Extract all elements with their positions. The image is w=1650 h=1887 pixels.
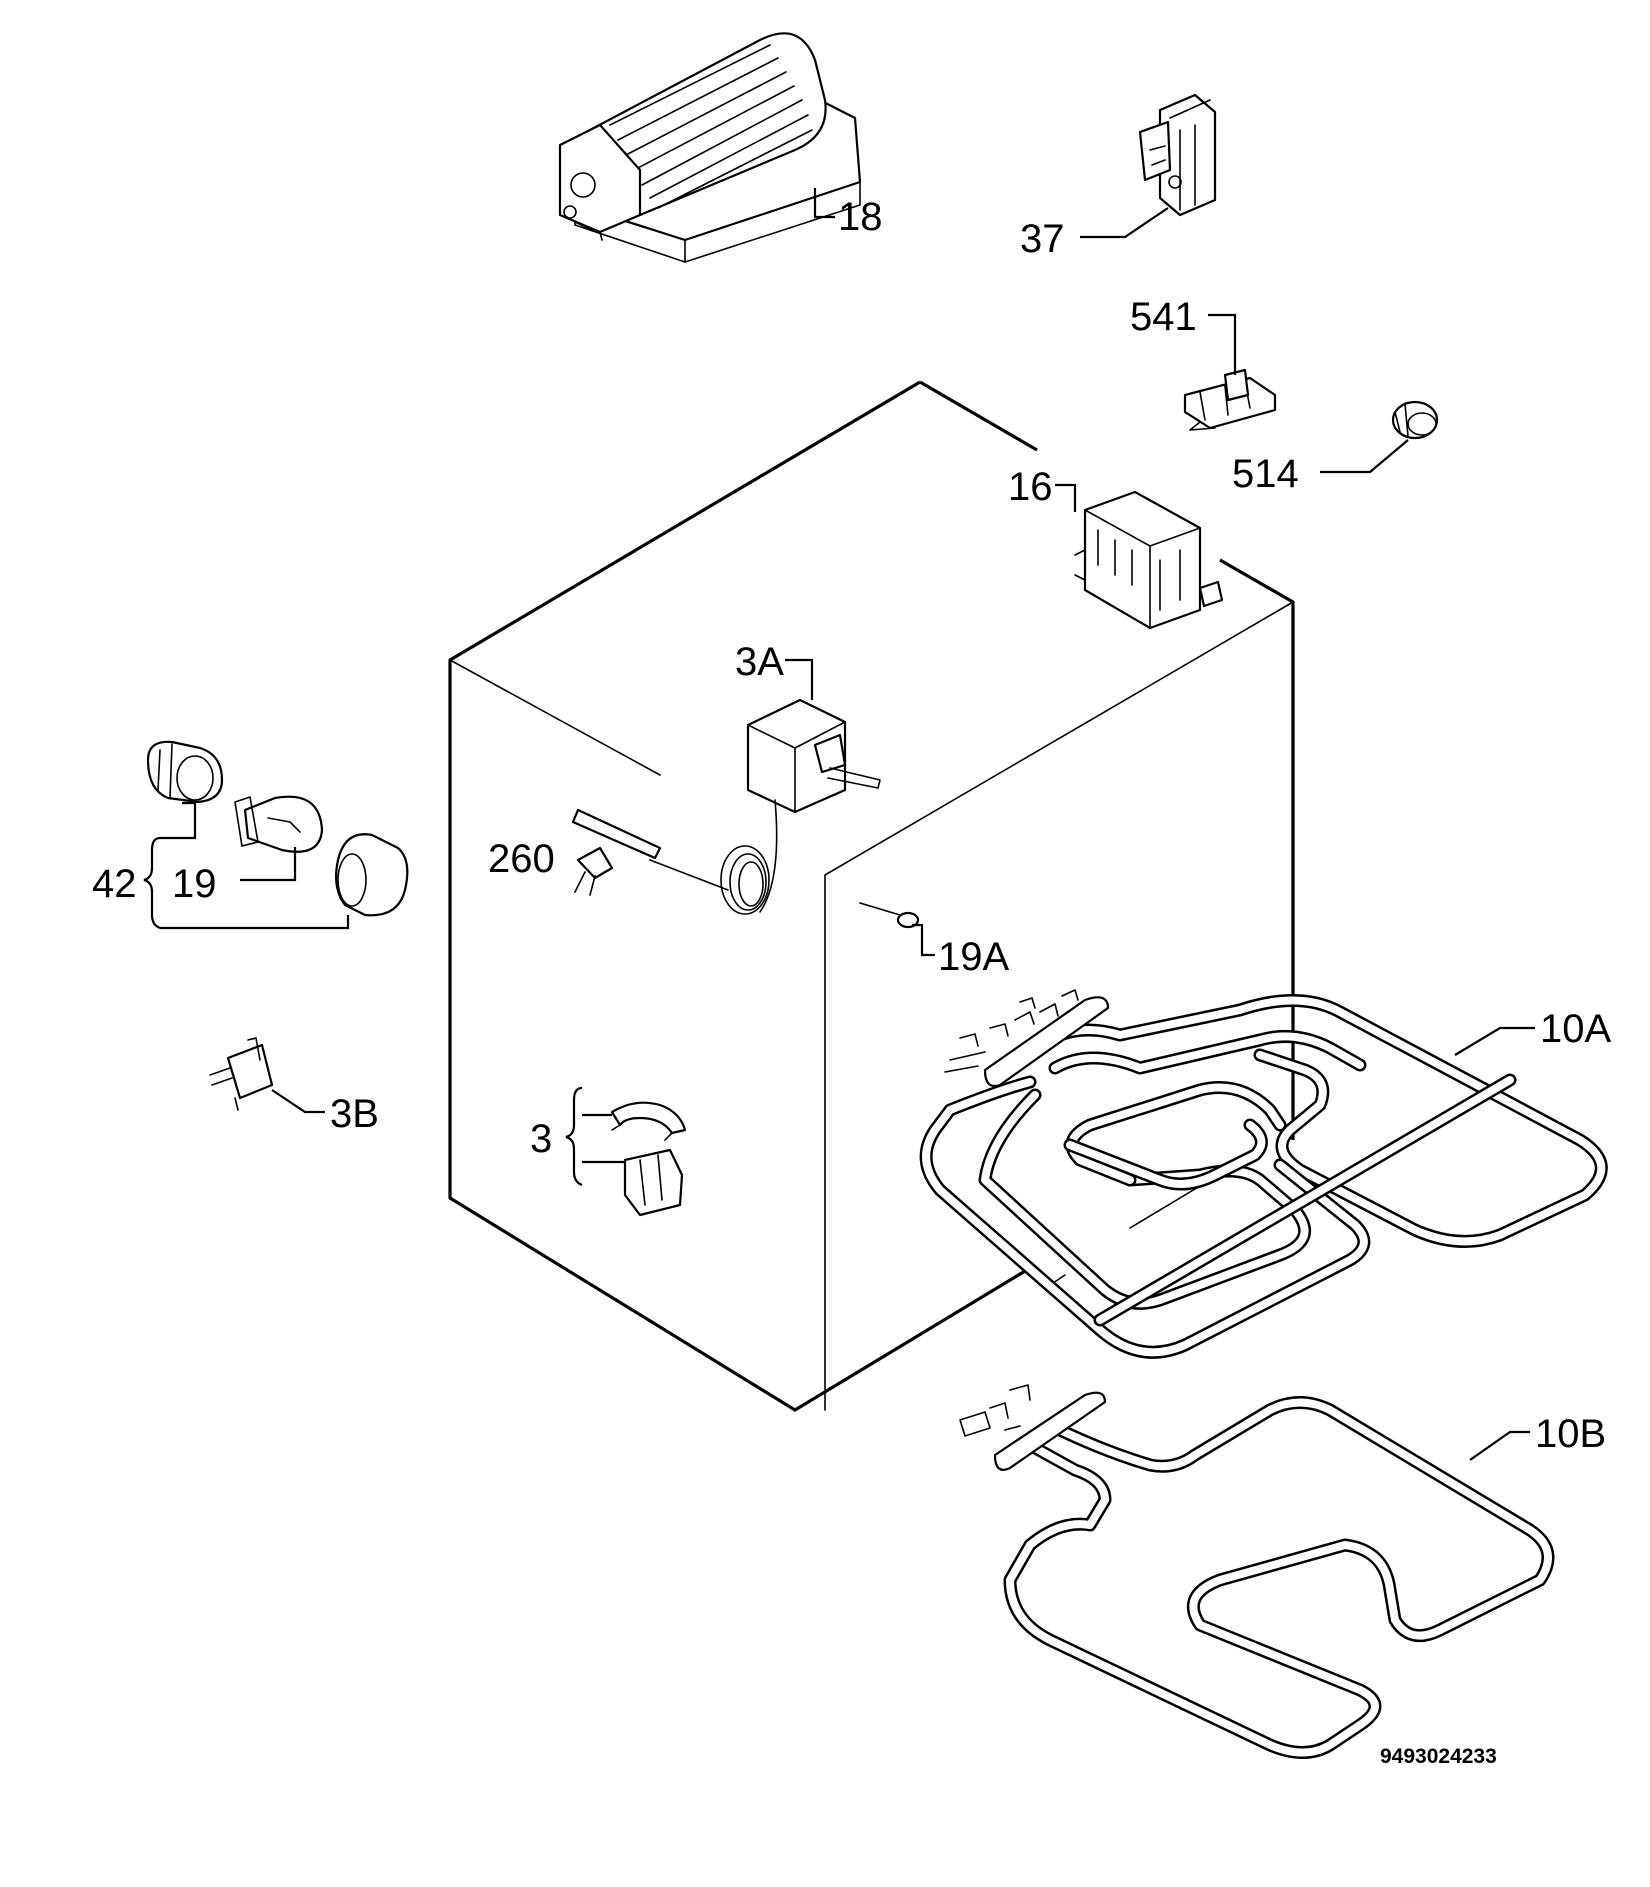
document-number: 9493024233 <box>1380 1745 1497 1768</box>
label-3B: 3B <box>330 1092 379 1136</box>
clip-part-541: 541 <box>1130 295 1277 431</box>
heating-element-part-10B: 10B <box>959 1384 1606 1759</box>
clip-set-part-3: 3 <box>530 1086 687 1217</box>
lamp-assembly-part-42: 42 19 <box>92 740 409 930</box>
label-260: 260 <box>488 837 555 881</box>
label-3A: 3A <box>735 640 784 684</box>
label-16: 16 <box>1008 465 1053 509</box>
thermostat-part-3A: 3A <box>571 640 881 915</box>
label-541: 541 <box>1130 295 1197 339</box>
label-514: 514 <box>1232 452 1299 496</box>
label-42: 42 <box>92 862 137 906</box>
label-10A: 10A <box>1540 1007 1611 1051</box>
label-18: 18 <box>838 195 883 239</box>
label-37: 37 <box>1020 217 1065 261</box>
clip-part-260: 260 <box>488 837 614 896</box>
selector-switch-part-16: 16 <box>1008 465 1224 630</box>
grommet-part-514: 514 <box>1232 400 1439 496</box>
heating-element-part-10A: 10A <box>919 989 1611 1359</box>
connector-part-3B: 3B <box>209 1037 379 1136</box>
lamp-wire-part-19A: 19A <box>859 902 1009 979</box>
terminal-block-part-37: 37 <box>1020 93 1217 261</box>
fan-motor-part-18: 18 <box>558 32 883 263</box>
label-10B: 10B <box>1535 1412 1606 1456</box>
label-3: 3 <box>530 1117 552 1161</box>
label-19: 19 <box>172 862 217 906</box>
label-19A: 19A <box>938 935 1009 979</box>
